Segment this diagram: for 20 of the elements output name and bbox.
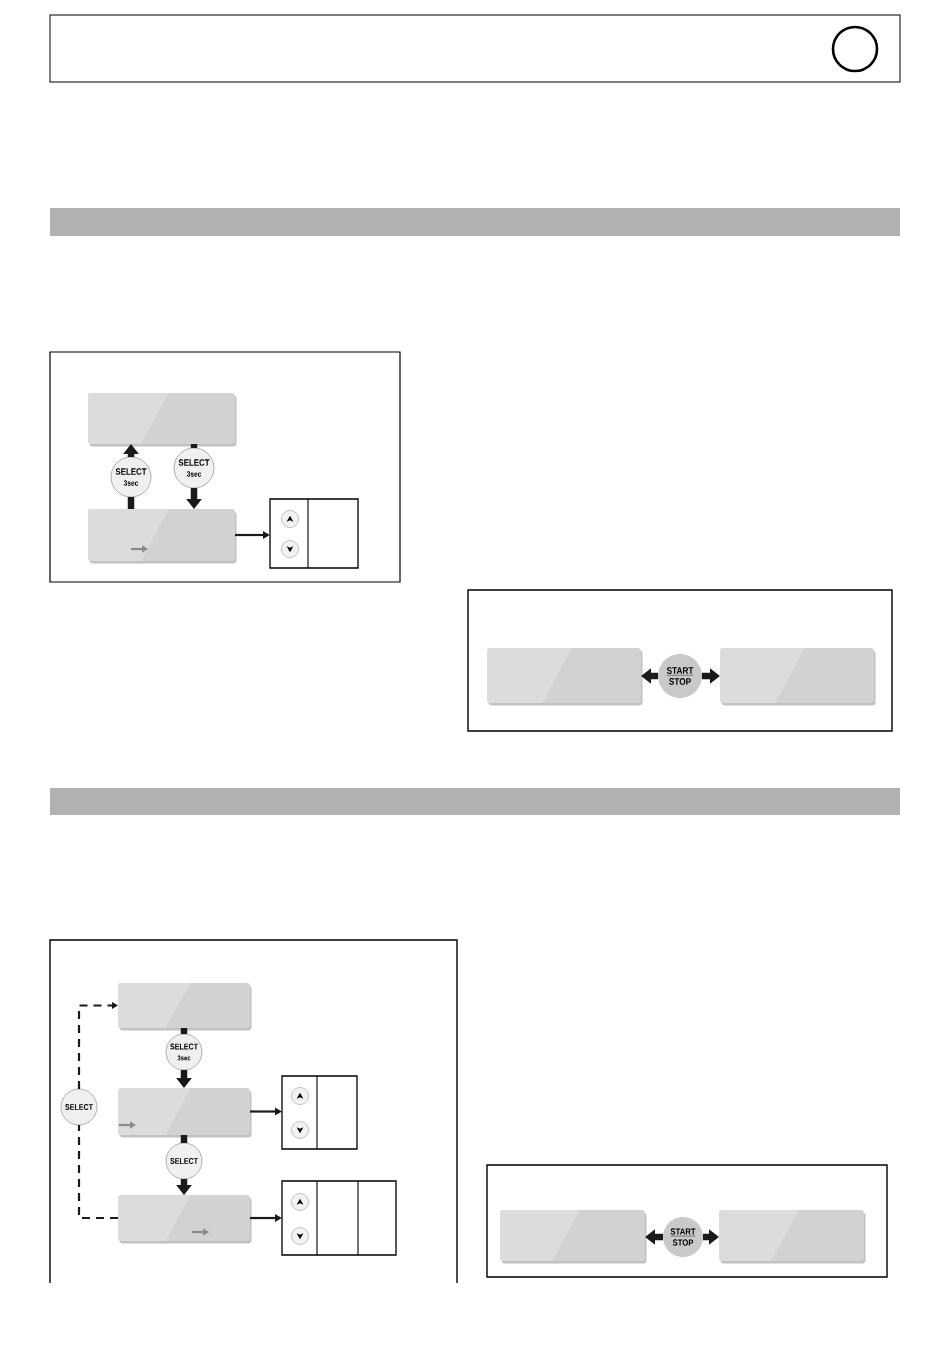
- display-panel: [487, 648, 643, 706]
- display-panel: [118, 1088, 252, 1138]
- dashed-arrow: [77, 1002, 118, 1089]
- display-panel: [719, 1210, 866, 1264]
- start-stop-button: START STOP: [663, 1217, 703, 1257]
- button-table: [281, 1075, 358, 1150]
- start-stop-button: START STOP: [658, 654, 702, 698]
- display-panel: [118, 1195, 252, 1244]
- button-table: [269, 498, 359, 569]
- button-table: [281, 1180, 397, 1256]
- section-band: [50, 208, 900, 236]
- dashed-connector-line: [77, 1125, 118, 1220]
- display-panel: [118, 983, 252, 1031]
- select-button: SELECT: [165, 1142, 203, 1180]
- select-button: SELECT: [60, 1088, 98, 1126]
- section-band: [50, 788, 900, 815]
- display-panel: [88, 509, 237, 564]
- display-panel: [720, 648, 876, 706]
- display-panel: [500, 1210, 647, 1264]
- display-panel: [88, 393, 237, 447]
